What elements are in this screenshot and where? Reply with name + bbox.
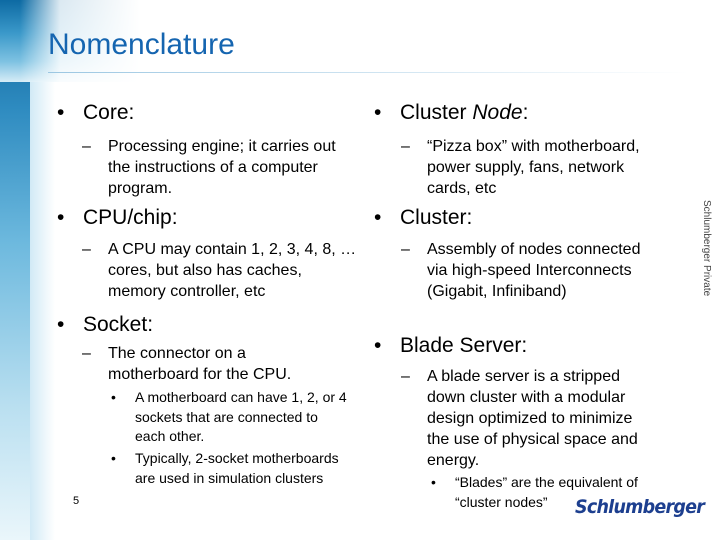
bullet-cpu: • CPU/chip: (57, 206, 178, 230)
cluster-description: – Assembly of nodes connected via high-s… (401, 239, 647, 302)
blade-text: A blade server is a stripped down cluste… (427, 368, 638, 469)
blade-heading: Blade Server: (400, 334, 528, 357)
core-heading: Core: (83, 101, 135, 124)
core-description: – Processing engine; it carries out the … (82, 136, 343, 199)
dash-glyph: – (401, 241, 410, 258)
bullet-glyph: • (57, 206, 65, 229)
socket-bullet-2: • Typically, 2-socket motherboards are u… (111, 449, 340, 488)
decorative-left-stripe (0, 0, 55, 540)
dash-glyph: – (82, 345, 91, 362)
dash-glyph: – (82, 241, 91, 258)
confidentiality-label: Schlumberger Private (701, 200, 712, 297)
bullet-glyph: • (374, 101, 382, 124)
cpu-text: A CPU may contain 1, 2, 3, 4, 8, … cores… (108, 241, 357, 300)
cluster-heading: Cluster: (400, 206, 473, 229)
bullet-glyph: • (374, 334, 382, 357)
dash-glyph: – (82, 138, 91, 155)
bullet-glyph: • (374, 206, 382, 229)
blade-description: – A blade server is a stripped down clus… (401, 366, 657, 471)
node-heading-prefix: Cluster (400, 101, 473, 124)
socket-description: – The connector on a motherboard for the… (82, 343, 338, 385)
bullet-glyph: • (57, 313, 65, 336)
page-number: 5 (73, 495, 80, 507)
blade-bullet-1-text: “Blades” are the equivalent of “cluster … (455, 474, 638, 510)
socket-bullet-1: • A motherboard can have 1, 2, or 4 sock… (111, 388, 350, 447)
cluster-text: Assembly of nodes connected via high-spe… (427, 241, 641, 300)
blade-bullet-1: • “Blades” are the equivalent of “cluste… (431, 473, 670, 512)
title-divider (48, 72, 688, 73)
small-bullet-glyph: • (431, 474, 436, 490)
dash-glyph: – (401, 138, 410, 155)
cpu-heading: CPU/chip: (83, 206, 178, 229)
small-bullet-glyph: • (111, 450, 116, 466)
socket-bullet-2-text: Typically, 2-socket motherboards are use… (135, 450, 339, 486)
bullet-core: • Core: (57, 101, 134, 125)
dash-glyph: – (401, 368, 410, 385)
bullet-glyph: • (57, 101, 65, 124)
bullet-cluster: • Cluster: (374, 206, 472, 230)
slide-title: Nomenclature (48, 28, 235, 61)
node-description: – “Pizza box” with motherboard, power su… (401, 136, 667, 199)
bullet-socket: • Socket: (57, 313, 153, 337)
socket-bullet-1-text: A motherboard can have 1, 2, or 4 socket… (135, 389, 347, 444)
bullet-blade-server: • Blade Server: (374, 334, 527, 358)
small-bullet-glyph: • (111, 389, 116, 405)
decorative-header-band (0, 0, 720, 82)
node-text: “Pizza box” with motherboard, power supp… (427, 138, 640, 197)
node-heading-italic: Node (472, 101, 523, 124)
socket-heading: Socket: (83, 313, 154, 336)
core-text: Processing engine; it carries out the in… (108, 138, 336, 197)
bullet-cluster-node: • Cluster Node: (374, 101, 528, 125)
node-heading-suffix: : (522, 101, 529, 124)
socket-text: The connector on a motherboard for the C… (108, 345, 292, 383)
schlumberger-logo: Schlumberger (575, 496, 705, 518)
cpu-description: – A CPU may contain 1, 2, 3, 4, 8, … cor… (82, 239, 358, 302)
